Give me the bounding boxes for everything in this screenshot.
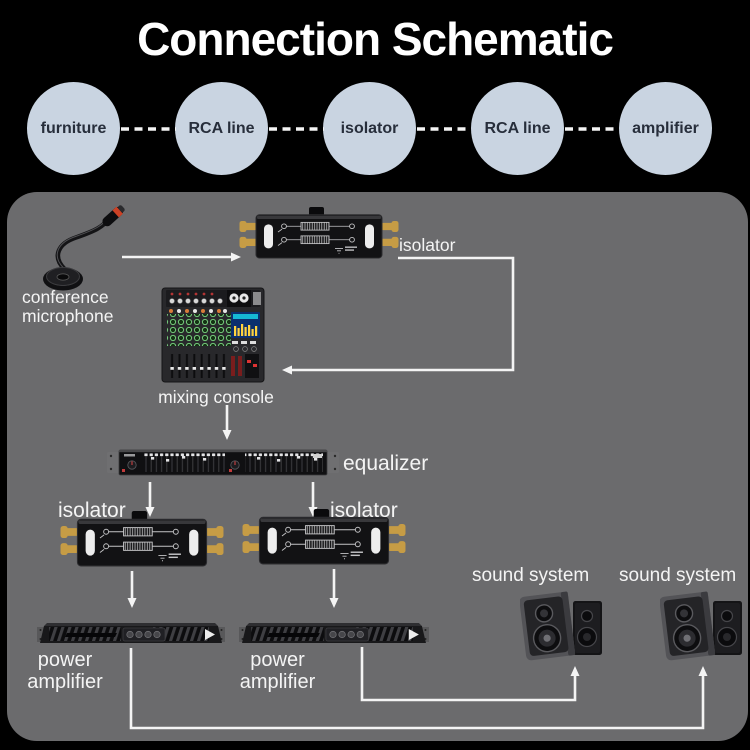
mixing-console-label: mixing console: [158, 387, 274, 407]
power-amplifier-left-illustration: [37, 622, 225, 644]
sound-system-right-label: sound system: [619, 565, 737, 586]
isolator-top-label: isolator: [399, 235, 456, 255]
flow-node-isolator: isolator: [323, 82, 416, 175]
label-line: power: [250, 649, 305, 671]
arrow-left-amp-to-speakers: [129, 648, 708, 730]
power-amplifier-right-label: power amplifier: [230, 649, 325, 693]
power-amplifier-left-label: power amplifier: [24, 649, 106, 693]
page-title: Connection Schematic: [137, 13, 614, 65]
label-line: amplifier: [27, 670, 103, 693]
flow-node-label: RCA line: [188, 119, 255, 137]
isolator-left-label: isolator: [58, 499, 126, 522]
label-line: conference: [22, 287, 109, 307]
conference-microphone-label: conference microphone: [22, 287, 114, 327]
sound-system-left-label: sound system: [472, 565, 590, 586]
flow-node-label: amplifier: [632, 119, 699, 137]
equalizer-label: equalizer: [343, 452, 429, 475]
power-amplifier-right-illustration: [239, 622, 429, 644]
conference-microphone-illustration: [38, 200, 133, 292]
label-line: microphone: [22, 306, 114, 327]
flow-node-rca-line-1: RCA line: [175, 82, 268, 175]
speaker-pair-right-illustration: [660, 590, 743, 662]
arrow-isolator-to-console: [282, 256, 515, 375]
flow-node-label: isolator: [340, 119, 399, 137]
flow-node-furniture: furniture: [27, 82, 120, 175]
isolator-right-label: isolator: [330, 499, 398, 522]
label-line: power: [37, 649, 93, 671]
flow-node-rca-line-2: RCA line: [471, 82, 564, 175]
arrow-right-amp-to-speakers: [360, 647, 580, 702]
flow-node-label: furniture: [40, 119, 107, 137]
mixing-console-illustration: [161, 287, 265, 383]
flow-node-label: RCA line: [484, 119, 551, 137]
isolator-top-illustration: [239, 206, 399, 259]
equalizer-illustration: [107, 449, 339, 476]
flow-node-amplifier: amplifier: [619, 82, 712, 175]
speaker-pair-left-illustration: [520, 590, 603, 662]
label-line: amplifier: [239, 670, 316, 693]
